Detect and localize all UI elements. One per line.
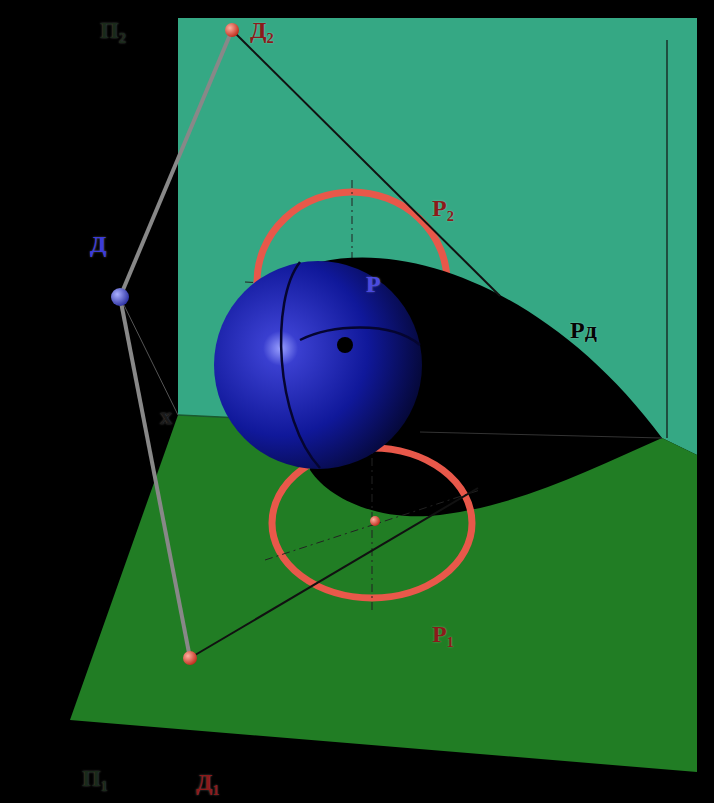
circle-label: P₂	[432, 196, 454, 220]
circle-label: P₁	[432, 622, 454, 646]
shadow-boundary	[281, 262, 320, 468]
shadow-line	[420, 432, 662, 438]
center-point	[337, 337, 353, 353]
circle-label: P	[366, 272, 381, 296]
leader-line	[666, 40, 667, 438]
point-label: Д₁	[196, 770, 220, 794]
light-ray	[232, 30, 500, 296]
light-ray	[190, 488, 478, 658]
plane-label: П₁	[82, 766, 108, 790]
axis-label: x	[160, 404, 172, 428]
shadow-label: Pд	[570, 318, 597, 342]
point	[111, 288, 129, 306]
axis-line	[120, 297, 178, 415]
point-label: Д₂	[250, 18, 274, 42]
point-projection	[225, 23, 239, 37]
shadow-boundary	[300, 328, 420, 346]
point-label: Д	[90, 232, 107, 256]
projection-link	[120, 30, 232, 297]
projection-link	[120, 297, 190, 658]
center-point	[370, 516, 380, 526]
plane-label: П₂	[100, 18, 126, 42]
sphere	[214, 261, 422, 469]
point-projection	[183, 651, 197, 665]
